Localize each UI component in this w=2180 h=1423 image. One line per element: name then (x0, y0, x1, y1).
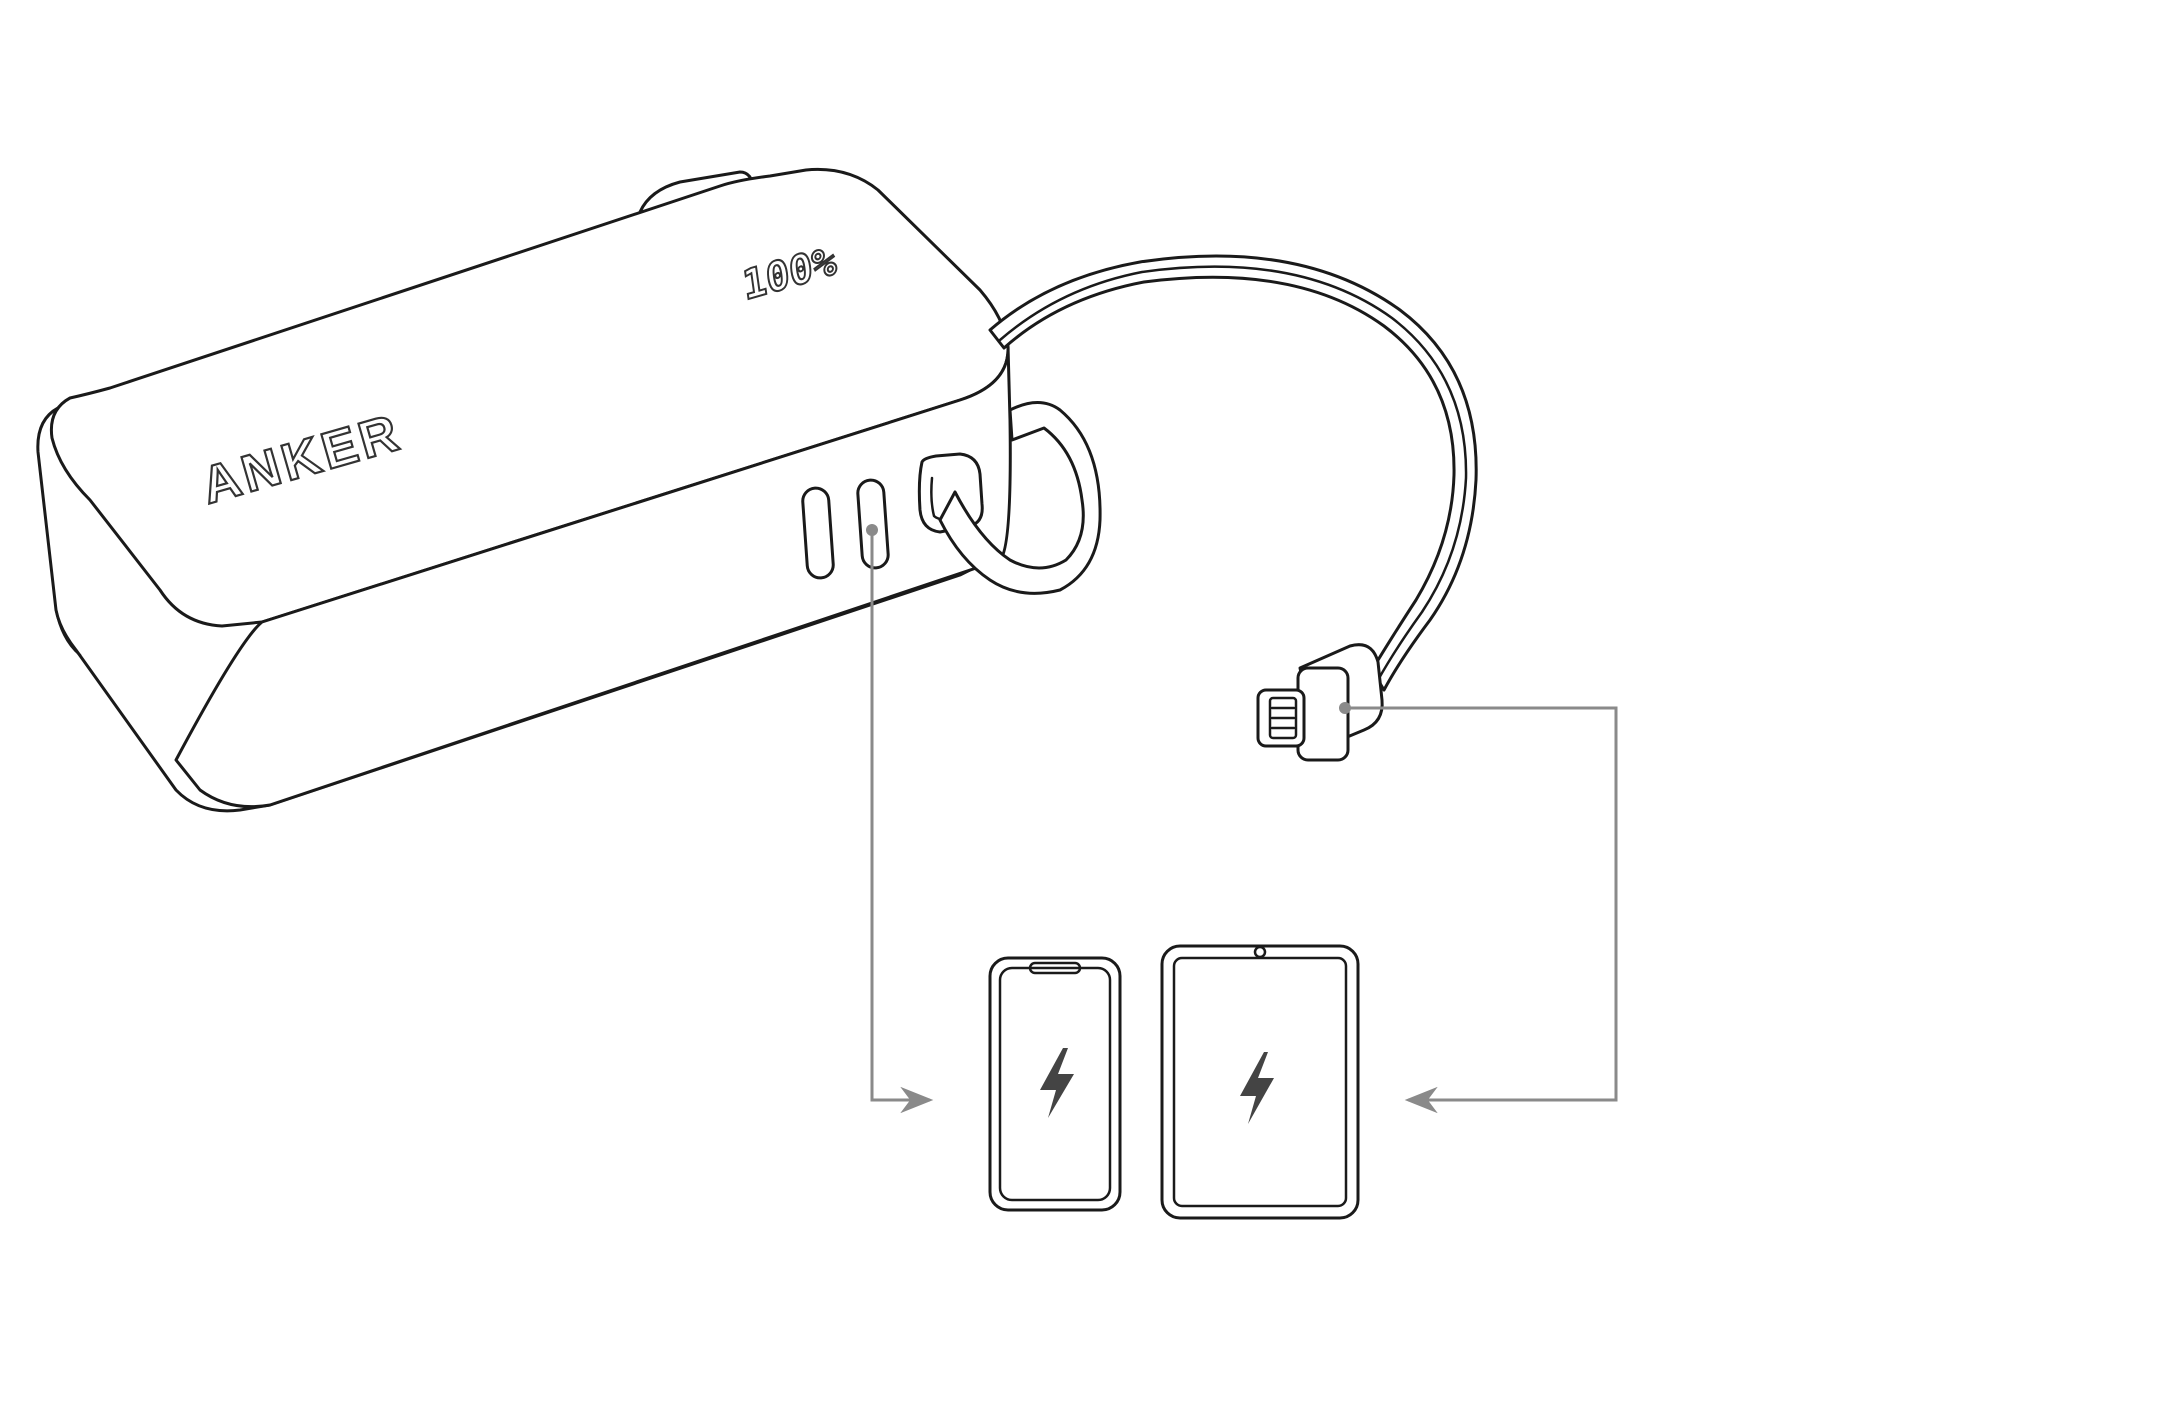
power-bank: ANKER 100% (36, 167, 1012, 813)
cable-to-tablet-line (1345, 706, 1618, 1114)
phone (988, 956, 1122, 1212)
tablet (1160, 944, 1360, 1220)
charging-bolt-icon (1040, 1048, 1074, 1118)
usb-c-to-phone-line (870, 530, 934, 1114)
usb-c-port-2 (856, 478, 890, 570)
tablet-camera (1253, 945, 1267, 959)
built-in-cable (938, 254, 1478, 692)
charging-bolt-icon (1240, 1052, 1274, 1124)
lightning-connector (1256, 643, 1384, 762)
phone-notch (1028, 961, 1082, 975)
usb-c-port-1 (801, 486, 835, 580)
connection-lines (866, 524, 1618, 1114)
